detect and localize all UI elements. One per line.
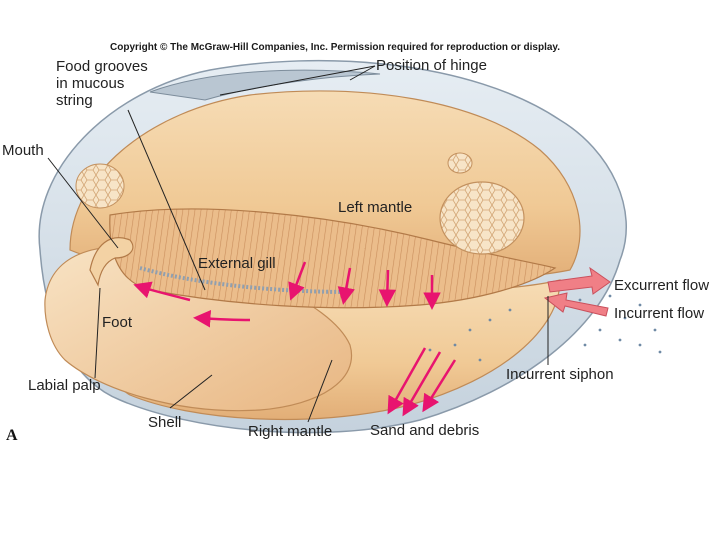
label-position-of-hinge: Position of hinge — [376, 57, 487, 74]
label-mouth: Mouth — [2, 142, 44, 159]
gill-flow-arrows — [288, 261, 441, 310]
label-excurrent-flow: Excurrent flow — [614, 277, 710, 294]
label-incurrent-flow: Incurrent flow — [614, 305, 705, 322]
incurrent-flow-arrow — [543, 292, 609, 317]
label-shell: Shell — [148, 414, 182, 431]
label-right-mantle: Right mantle — [248, 423, 333, 440]
leader-lines — [47, 65, 549, 423]
food-groove-arrows — [133, 281, 251, 328]
label-food-grooves: Food grooves in mucous string — [56, 58, 148, 109]
label-labial-palp: Labial palp — [28, 377, 101, 394]
excurrent-flow-arrow — [547, 266, 611, 295]
labial-palp — [89, 237, 134, 287]
anterior-muscle — [75, 163, 125, 209]
panel-letter: A — [6, 427, 18, 444]
label-left-mantle: Left mantle — [338, 199, 413, 216]
copyright-notice: Copyright © The McGraw-Hill Companies, I… — [110, 42, 561, 53]
label-incurrent-siphon: Incurrent siphon — [506, 366, 614, 383]
label-sand-and-debris: Sand and debris — [370, 422, 480, 439]
adductor-muscle-small — [447, 152, 473, 174]
food-groove — [139, 266, 351, 294]
adductor-muscle-large — [439, 181, 525, 255]
label-external-gill: External gill — [198, 255, 276, 272]
label-foot: Foot — [102, 314, 133, 331]
sand-debris-arrows — [387, 347, 457, 417]
